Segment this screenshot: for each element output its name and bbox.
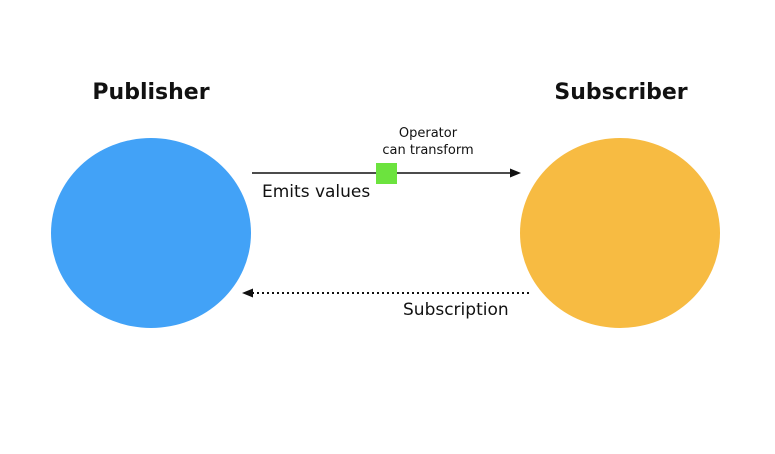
operator-label: Operator can transform (382, 125, 473, 159)
emits-values-label: Emits values (262, 182, 371, 202)
operator-box (376, 163, 397, 184)
subscription-arrowhead (242, 288, 253, 298)
subscriber-title: Subscriber (554, 80, 688, 105)
subscriber-node (520, 138, 720, 328)
publisher-title: Publisher (92, 80, 210, 105)
emits-values-arrowhead (510, 168, 521, 178)
subscription-label: Subscription (403, 300, 509, 320)
publisher-node (51, 138, 251, 328)
operator-label-line2: can transform (382, 143, 474, 158)
operator-label-line1: Operator (398, 126, 458, 141)
